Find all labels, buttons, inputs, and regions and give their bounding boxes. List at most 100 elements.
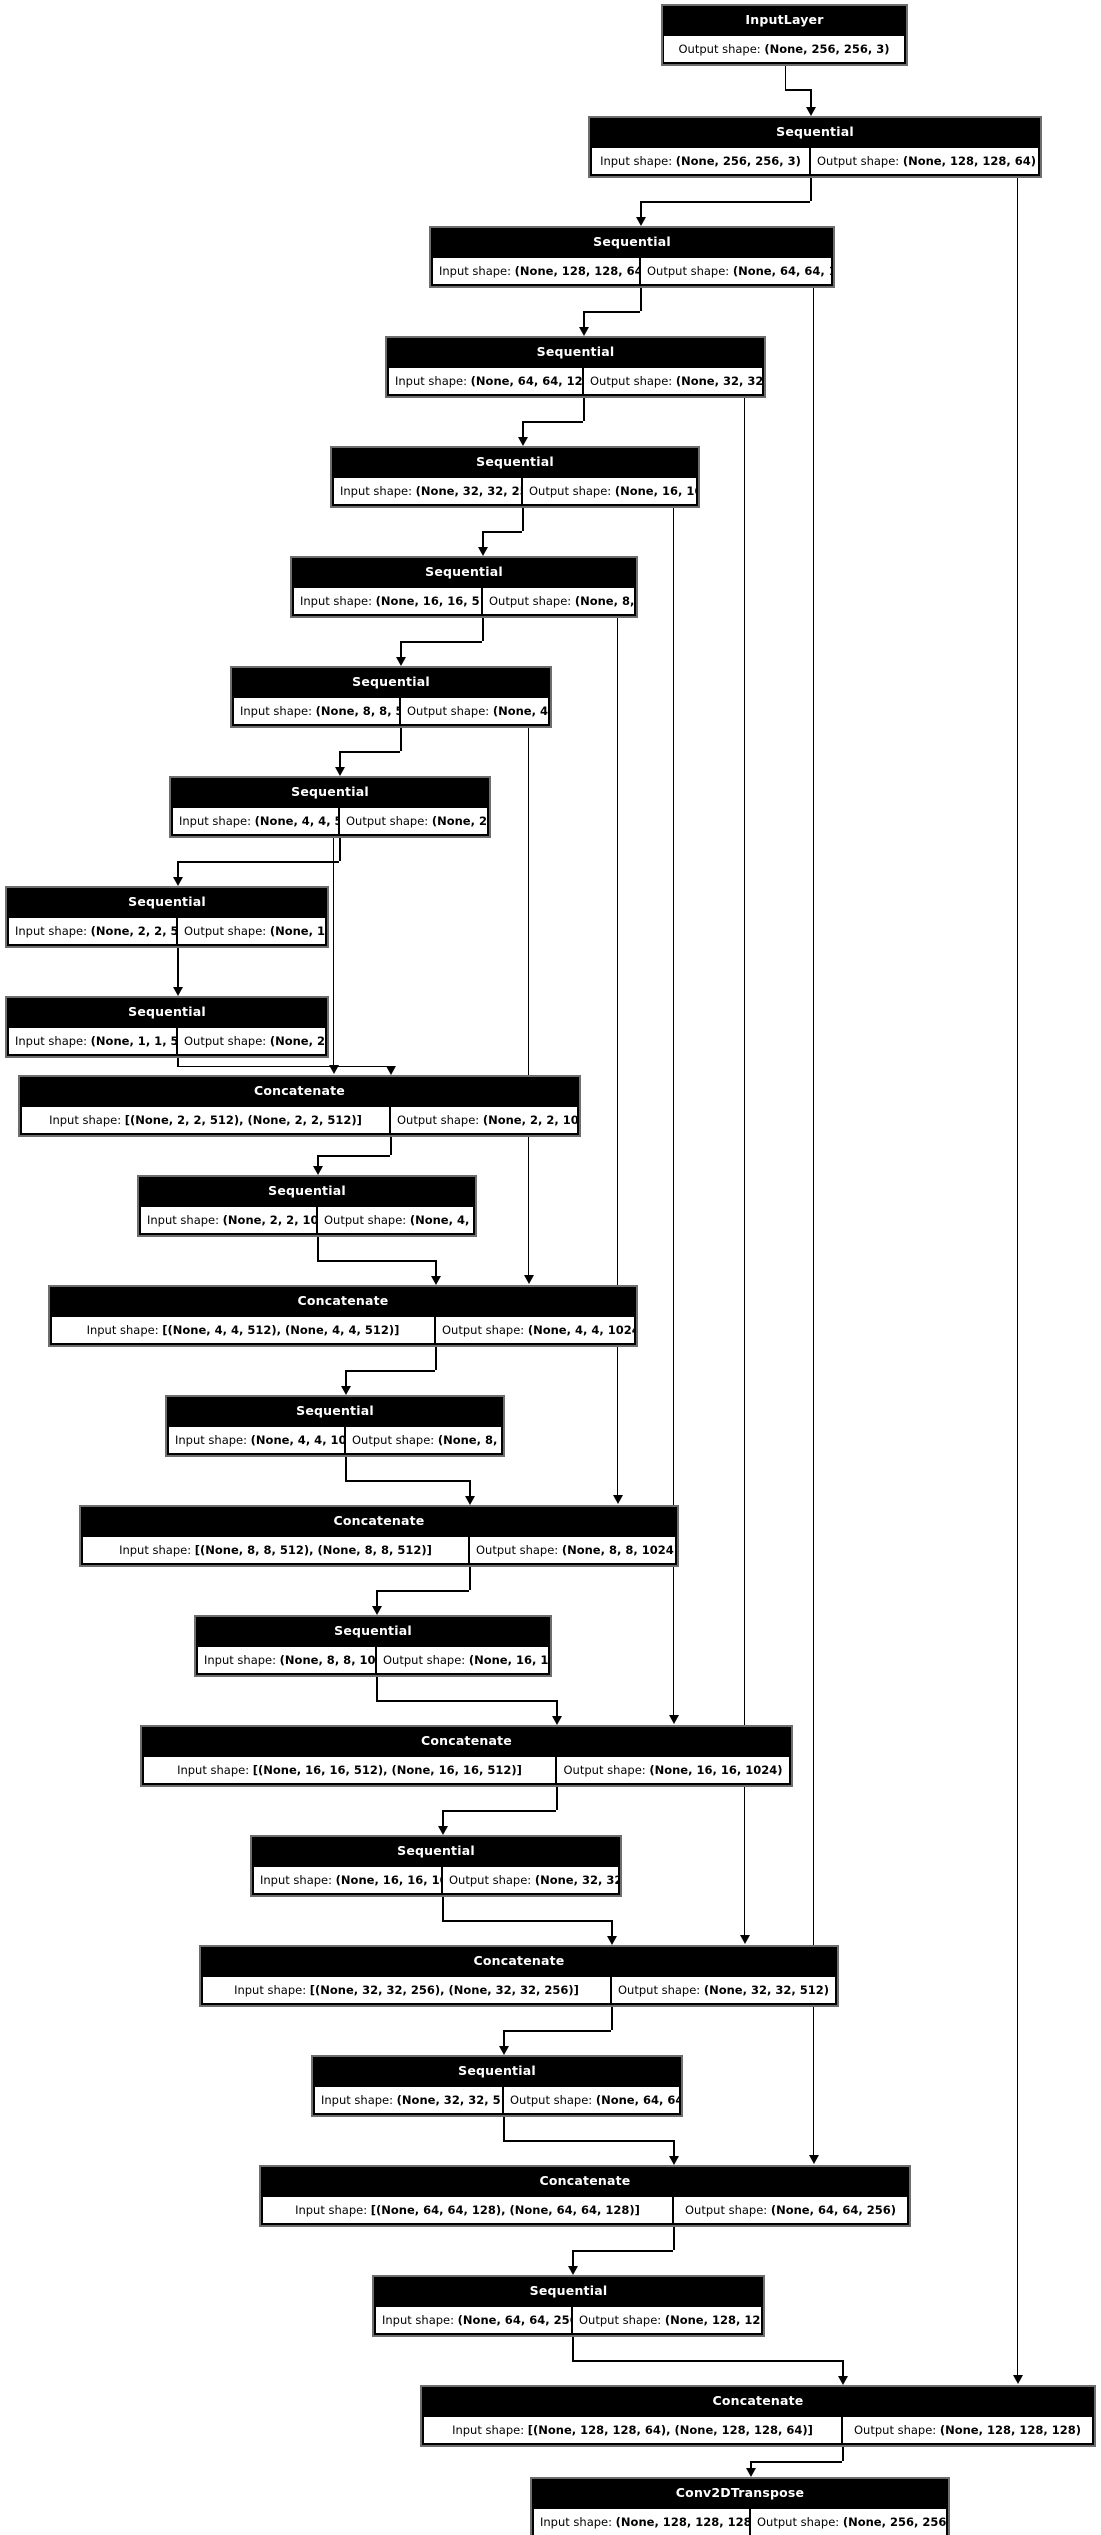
input-shape-value: (None, 8, 8, 512) bbox=[315, 704, 399, 718]
edge-n22-to-n23 bbox=[842, 2445, 844, 2461]
input-shape-value: (None, 4, 4, 512) bbox=[254, 814, 338, 828]
input-shape-label: Input shape: bbox=[147, 1213, 220, 1227]
layer-shape-row: Input shape: (None, 128, 128, 64)Output … bbox=[431, 256, 833, 286]
edge-arrowhead-n21 bbox=[567, 2266, 578, 2275]
edge-bend-n16-to-n17 bbox=[442, 1810, 556, 1812]
edge-tail-n11-to-n12 bbox=[435, 1260, 437, 1276]
output-shape-value: (None, 2, 2, 1024) bbox=[482, 1113, 579, 1127]
skip-connection-arrowhead bbox=[523, 1275, 534, 1284]
input-shape-label: Input shape: bbox=[49, 1113, 122, 1127]
input-shape-value: [(None, 32, 32, 256), (None, 32, 32, 256… bbox=[309, 1983, 579, 1997]
input-shape-cell: Input shape: (None, 64, 64, 256) bbox=[374, 2305, 572, 2335]
layer-type-label: Sequential bbox=[431, 228, 833, 256]
output-shape-label: Output shape: bbox=[529, 484, 612, 498]
output-shape-value: (None, 128, 128, 64) bbox=[902, 154, 1036, 168]
output-shape-value: (None, 4, 4, 512) bbox=[409, 1213, 473, 1227]
edge-bend-n5-to-n6 bbox=[400, 641, 482, 643]
edge-n7-to-n8 bbox=[339, 836, 341, 861]
input-shape-cell: Input shape: (None, 16, 16, 1024) bbox=[252, 1865, 442, 1895]
input-shape-value: (None, 32, 32, 256) bbox=[415, 484, 521, 498]
output-shape-label: Output shape: bbox=[442, 1323, 525, 1337]
output-shape-label: Output shape: bbox=[346, 814, 429, 828]
edge-arrowhead-n22 bbox=[837, 2376, 848, 2385]
output-shape-value: (None, 256, 256, 3) bbox=[764, 42, 890, 56]
edge-tail-n8-to-n9 bbox=[177, 971, 179, 987]
skip-connection-arrowhead bbox=[612, 1495, 623, 1504]
edge-tail-n5-to-n6 bbox=[400, 641, 402, 657]
input-shape-cell: Input shape: (None, 32, 32, 256) bbox=[332, 476, 522, 506]
input-shape-label: Input shape: bbox=[234, 1983, 307, 1997]
edge-arrowhead-n8 bbox=[172, 877, 183, 886]
edge-tail-n18-to-n19 bbox=[503, 2030, 505, 2046]
input-shape-value: [(None, 4, 4, 512), (None, 4, 4, 512)] bbox=[162, 1323, 400, 1337]
edge-n19-to-n20 bbox=[503, 2115, 505, 2140]
edge-bend-n7-to-n8 bbox=[177, 861, 339, 863]
layer-shape-row: Input shape: [(None, 8, 8, 512), (None, … bbox=[81, 1535, 677, 1565]
edge-bend-n22-to-n23 bbox=[750, 2461, 842, 2463]
edge-tail-n16-to-n17 bbox=[442, 1810, 444, 1826]
input-shape-value: (None, 128, 128, 128) bbox=[615, 2515, 750, 2529]
input-shape-cell: Input shape: (None, 128, 128, 128) bbox=[532, 2507, 750, 2535]
input-shape-label: Input shape: bbox=[452, 2423, 525, 2437]
input-shape-cell: Input shape: (None, 2, 2, 512) bbox=[7, 916, 177, 946]
input-shape-label: Input shape: bbox=[177, 1763, 250, 1777]
output-shape-value: (None, 8, 8, 512) bbox=[574, 594, 635, 608]
edge-bend-n21-to-n22 bbox=[572, 2360, 842, 2362]
edge-tail-n15-to-n16 bbox=[556, 1700, 558, 1716]
edge-bend-n2-to-n3 bbox=[583, 311, 640, 313]
layer-shape-row: Input shape: (None, 8, 8, 512)Output sha… bbox=[232, 696, 550, 726]
input-shape-label: Input shape: bbox=[395, 374, 468, 388]
layer-shape-row: Input shape: (None, 2, 2, 512)Output sha… bbox=[7, 916, 327, 946]
edge-arrowhead-n15 bbox=[371, 1606, 382, 1615]
input-shape-cell: Input shape: (None, 2, 2, 1024) bbox=[139, 1205, 317, 1235]
edge-n11-to-n12 bbox=[317, 1235, 319, 1260]
input-shape-cell: Input shape: [(None, 4, 4, 512), (None, … bbox=[50, 1315, 435, 1345]
output-shape-cell: Output shape: (None, 32, 32, 512) bbox=[611, 1975, 837, 2005]
input-shape-cell: Input shape: [(None, 128, 128, 64), (Non… bbox=[422, 2415, 842, 2445]
input-shape-label: Input shape: bbox=[15, 924, 88, 938]
skip-connection-arrowhead bbox=[808, 2155, 819, 2164]
edge-arrowhead-n16 bbox=[551, 1716, 562, 1725]
input-shape-value: (None, 16, 16, 1024) bbox=[335, 1873, 441, 1887]
input-shape-value: (None, 128, 128, 64) bbox=[514, 264, 640, 278]
edge-n5-to-n6 bbox=[482, 616, 484, 641]
layer-shape-row: Input shape: (None, 32, 32, 256) Output s… bbox=[332, 476, 698, 506]
input-shape-value: [(None, 128, 128, 64), (None, 128, 128, … bbox=[527, 2423, 813, 2437]
edge-n16-to-n17 bbox=[556, 1785, 558, 1810]
input-shape-cell: Input shape: (None, 4, 4, 1024) bbox=[167, 1425, 345, 1455]
edge-arrowhead-n12 bbox=[430, 1276, 441, 1285]
output-shape-value: (None, 1, 1, 512) bbox=[269, 924, 325, 938]
layer-shape-row: Input shape: [(None, 128, 128, 64), (Non… bbox=[422, 2415, 1094, 2445]
output-shape-value: (None, 16, 16, 512) bbox=[468, 1653, 549, 1667]
output-shape-cell: Output shape: (None, 16, 16, 512) bbox=[376, 1645, 550, 1675]
layer-shape-row: Input shape: [(None, 64, 64, 128), (None… bbox=[261, 2195, 909, 2225]
output-shape-cell: Output shape: (None, 128, 128, 64) bbox=[810, 146, 1040, 176]
edge-n18-to-n19 bbox=[611, 2005, 613, 2030]
output-shape-value: (None, 8, 8, 512) bbox=[437, 1433, 501, 1447]
edge-arrowhead-n3 bbox=[578, 327, 589, 336]
